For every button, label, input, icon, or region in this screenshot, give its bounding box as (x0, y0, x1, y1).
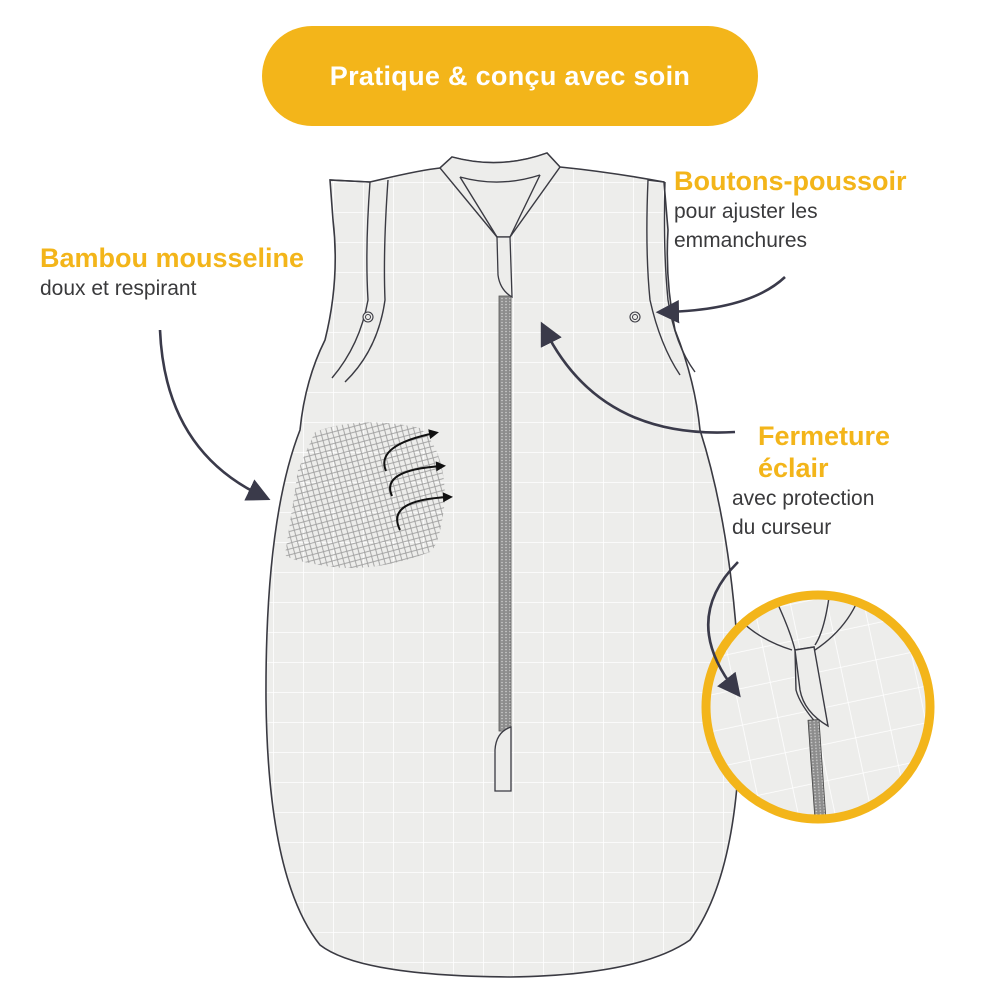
callout-zipper: Fermeture éclair avec protection du curs… (732, 420, 891, 542)
zoom-detail-circle (701, 590, 935, 824)
callout-arrows (158, 276, 786, 698)
callout-muslin-title: Bambou mousseline (40, 243, 305, 273)
callout-zipper-line-1: avec protection (732, 487, 875, 510)
arrow-snaps (655, 276, 786, 324)
arrow-zoom (707, 561, 741, 698)
callout-muslin-subtitle: doux et respirant (40, 277, 197, 300)
breathability-arrows (383, 429, 453, 531)
callout-snap-buttons: Boutons-poussoir pour ajuster les emmanc… (674, 165, 906, 255)
snap-button-left (362, 311, 374, 323)
header-banner: Pratique & conçu avec soin (262, 26, 758, 126)
snap-button-right (629, 311, 641, 323)
callout-snap-line-1: pour ajuster les (674, 200, 818, 223)
muslin-weave-detail (285, 422, 445, 569)
callout-zipper-title-1: Fermeture (758, 421, 891, 451)
callout-zipper-title-2: éclair (758, 453, 829, 483)
zipper-guard (496, 236, 513, 299)
arrow-muslin (158, 329, 271, 501)
callout-snap-title: Boutons-poussoir (674, 166, 907, 196)
zipper (498, 295, 512, 732)
arrow-zipper (540, 321, 736, 434)
callout-zipper-line-2: du curseur (732, 516, 832, 539)
callout-snap-line-2: emmanchures (674, 229, 808, 252)
sleep-sack-body (265, 152, 741, 978)
header-title: Pratique & conçu avec soin (329, 60, 691, 91)
callout-muslin: Bambou mousseline doux et respirant (40, 242, 304, 303)
